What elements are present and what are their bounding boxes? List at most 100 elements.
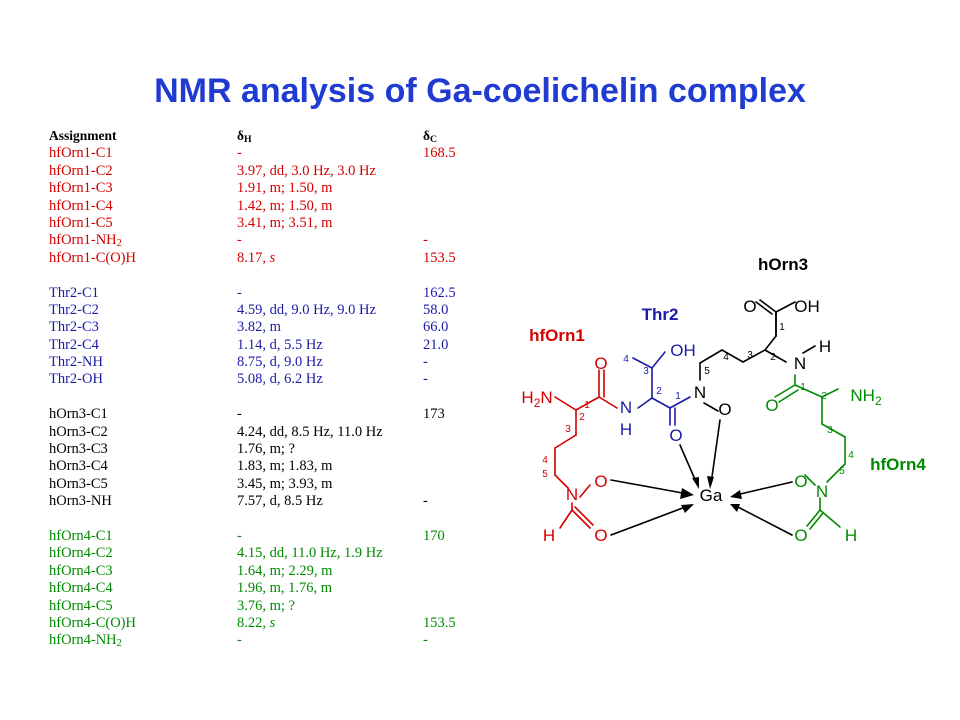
- atom-O: O: [794, 526, 807, 545]
- atom-N: N: [620, 398, 632, 417]
- assignment-cell: hOrn3-NH: [49, 493, 112, 510]
- atom-N: N: [694, 383, 706, 402]
- assignment-cell: hOrn3-C5: [49, 475, 108, 492]
- locant: 3: [565, 424, 571, 435]
- residue-label-hfOrn1: hfOrn1: [529, 326, 585, 345]
- atom-H: H: [543, 526, 555, 545]
- delta-c-cell: 58.0: [423, 301, 449, 318]
- page-title: NMR analysis of Ga-coelichelin complex: [154, 72, 806, 110]
- delta-c-cell: 170: [423, 527, 445, 544]
- assignment-cell: Thr2-C1: [49, 284, 99, 301]
- delta-h-cell: -: [237, 632, 242, 649]
- atom-O: O: [765, 396, 778, 415]
- delta-h-cell: -: [237, 406, 242, 423]
- atom-H2N: H2N: [521, 388, 552, 410]
- atom-OH: OH: [670, 341, 696, 360]
- assignment-cell: Thr2-C3: [49, 319, 99, 336]
- assignment-cell: hfOrn4-C2: [49, 545, 113, 562]
- delta-h-cell: 3.41, m; 3.51, m: [237, 214, 333, 231]
- delta-h-cell: 7.57, d, 8.5 Hz: [237, 493, 323, 510]
- assignment-cell: hOrn3-C3: [49, 441, 108, 458]
- delta-c-cell: 21.0: [423, 336, 449, 353]
- delta-h-cell: 1.83, m; 1.83, m: [237, 458, 333, 475]
- delta-h-cell: 3.76, m; ?: [237, 597, 295, 614]
- delta-h-cell: 4.24, dd, 8.5 Hz, 11.0 Hz: [237, 423, 383, 440]
- residue-label-hOrn3: hOrn3: [758, 255, 808, 274]
- delta-h-cell: 8.75, d, 9.0 Hz: [237, 354, 323, 371]
- delta-c-cell: 173: [423, 406, 445, 423]
- atom-O: O: [594, 354, 607, 373]
- delta-c-cell: -: [423, 632, 428, 649]
- locant: 4: [542, 455, 548, 466]
- delta-h-cell: 8.22, s: [237, 614, 276, 631]
- assignment-cell: Thr2-OH: [49, 371, 103, 388]
- atom-H: H: [819, 337, 831, 356]
- delta-c-cell: 153.5: [423, 614, 456, 631]
- atom-O: O: [743, 297, 756, 316]
- locant: 3: [827, 425, 833, 436]
- assignment-cell: hfOrn1-C2: [49, 162, 113, 179]
- delta-h-cell: 5.08, d, 6.2 Hz: [237, 371, 323, 388]
- delta-h-cell: -: [237, 145, 242, 162]
- assignment-cell: Thr2-NH: [49, 354, 103, 371]
- assignment-cell: hfOrn4-C5: [49, 597, 113, 614]
- assignment-cell: hfOrn1-C4: [49, 197, 113, 214]
- assignment-cell: hfOrn4-C(O)H: [49, 614, 136, 631]
- locant: 3: [643, 366, 649, 377]
- delta-h-cell: -: [237, 284, 242, 301]
- assignment-cell: hOrn3-C2: [49, 423, 108, 440]
- locant: 4: [723, 352, 729, 363]
- atom-labels: hfOrn1Thr2hOrn3hfOrn4H2NOOHNO21345NHOHO4…: [521, 255, 926, 545]
- residue-label-hfOrn4: hfOrn4: [870, 455, 926, 474]
- delta-h-cell: 1.91, m; 1.50, m: [237, 180, 333, 197]
- delta-h-cell: 4.15, dd, 11.0 Hz, 1.9 Hz: [237, 545, 383, 562]
- locant: 4: [848, 450, 854, 461]
- delta-h-cell: 4.59, dd, 9.0 Hz, 9.0 Hz: [237, 301, 376, 318]
- Thr2-bonds: [632, 351, 691, 426]
- atom-H: H: [620, 420, 632, 439]
- delta-c-cell: -: [423, 232, 428, 249]
- locant: 2: [579, 412, 585, 423]
- delta-h-cell: 1.42, m; 1.50, m: [237, 197, 333, 214]
- atom-N: N: [794, 354, 806, 373]
- delta-c-cell: -: [423, 371, 428, 388]
- locant: 5: [704, 366, 710, 377]
- locant: 3: [747, 350, 753, 361]
- delta-h-cell: 3.97, dd, 3.0 Hz, 3.0 Hz: [237, 162, 376, 179]
- atom-OH: OH: [794, 297, 820, 316]
- locant: 5: [542, 469, 548, 480]
- assignment-cell: hfOrn4-C3: [49, 562, 113, 579]
- delta-c-cell: 168.5: [423, 145, 456, 162]
- assignment-cell: hfOrn1-C3: [49, 180, 113, 197]
- header-delta-h: δH: [237, 128, 252, 145]
- delta-h-cell: -: [237, 232, 242, 249]
- atom-O: O: [669, 426, 682, 445]
- delta-c-cell: -: [423, 354, 428, 371]
- assignment-cell: hfOrn4-C4: [49, 580, 113, 597]
- atom-N: N: [816, 482, 828, 501]
- delta-c-cell: 162.5: [423, 284, 456, 301]
- atom-O: O: [794, 472, 807, 491]
- hfOrn1-bonds: [554, 369, 618, 529]
- atom-O: O: [718, 400, 731, 419]
- locant: 2: [821, 391, 827, 402]
- locant: 2: [770, 352, 776, 363]
- delta-h-cell: 1.14, d, 5.5 Hz: [237, 336, 323, 353]
- assignment-cell: hOrn3-C4: [49, 458, 108, 475]
- assignment-cell: Thr2-C4: [49, 336, 99, 353]
- assignment-cell: hfOrn1-NH2: [49, 232, 122, 250]
- delta-h-cell: 3.45, m; 3.93, m: [237, 475, 333, 492]
- delta-c-cell: -: [423, 493, 428, 510]
- hOrn3-bonds: [699, 299, 816, 412]
- atom-O: O: [594, 526, 607, 545]
- locant: 1: [675, 391, 681, 402]
- assignment-cell: hfOrn4-NH2: [49, 632, 122, 650]
- delta-h-cell: 3.82, m: [237, 319, 281, 336]
- hfOrn4-bonds: [774, 374, 846, 530]
- assignment-cell: hfOrn4-C1: [49, 527, 113, 544]
- atom-N: N: [566, 485, 578, 504]
- assignment-cell: hOrn3-C1: [49, 406, 108, 423]
- locant: 5: [839, 466, 845, 477]
- delta-c-cell: 66.0: [423, 319, 449, 336]
